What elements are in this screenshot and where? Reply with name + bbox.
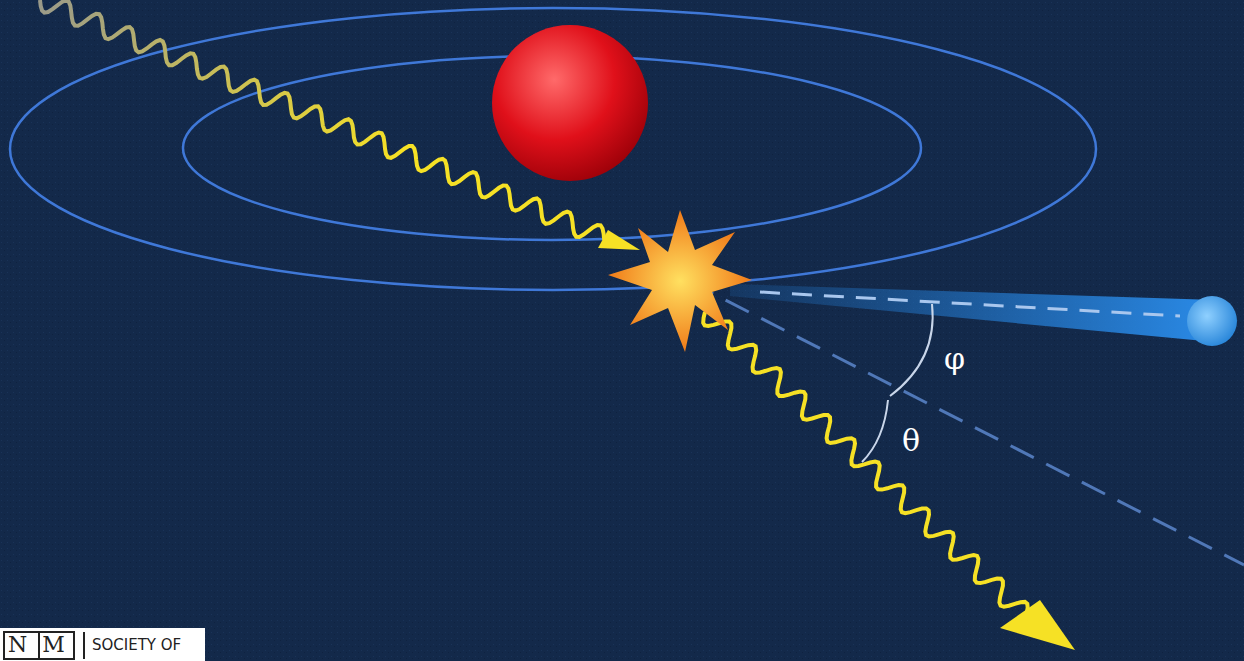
logo-letters: NM bbox=[8, 634, 80, 656]
scattered-photon bbox=[703, 312, 1027, 613]
logo-bar bbox=[83, 632, 85, 659]
angle-label: θ bbox=[902, 426, 920, 456]
electron-trail bbox=[730, 284, 1215, 342]
logo-ground bbox=[0, 628, 205, 661]
incident-photon bbox=[40, 0, 604, 240]
phi-arc bbox=[890, 304, 933, 396]
scattered-arrowhead bbox=[1000, 600, 1075, 650]
logo-text: SOCIETY OF bbox=[92, 638, 181, 653]
electron-path bbox=[760, 292, 1180, 316]
incident-direction bbox=[690, 282, 1244, 565]
electron bbox=[1187, 296, 1237, 346]
outer-orbit bbox=[10, 8, 1096, 290]
nucleus bbox=[492, 25, 648, 181]
theta-arc bbox=[862, 400, 888, 462]
angle-label: φ bbox=[944, 344, 965, 374]
collision-star bbox=[608, 210, 752, 352]
incident-arrowhead bbox=[598, 230, 640, 250]
